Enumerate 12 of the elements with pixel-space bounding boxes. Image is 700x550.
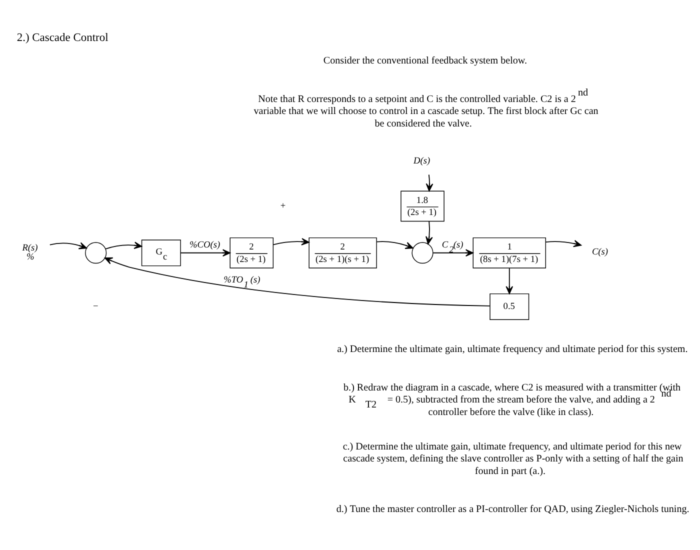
label: + [280, 201, 286, 212]
node-text: R(s) [22, 242, 38, 253]
label: Consider the conventional feedback system below. [323, 54, 528, 66]
node-text: C(s) [592, 247, 608, 258]
label: c.) Determine the ultimate gain, ultimate frequency, and ultimate period for this new cascade system, defining the slave controller as P-only with a setting of half the gain found in part (a.). [342, 440, 684, 476]
edge-label: %CO(s) [190, 240, 220, 250]
diagram-title: 2.) Cascade Control [16, 31, 108, 44]
node-text: D(s) [414, 156, 430, 166]
node-label: % [26, 252, 34, 262]
label: − [92, 302, 98, 312]
label: a.) Determine the ultimate gain, ultimate frequency and ultimate period for this system. [337, 344, 688, 355]
label: d.) Tune the master controller as a PI-controller for QAD, using Ziegler-Nichols tuning. [336, 504, 690, 515]
